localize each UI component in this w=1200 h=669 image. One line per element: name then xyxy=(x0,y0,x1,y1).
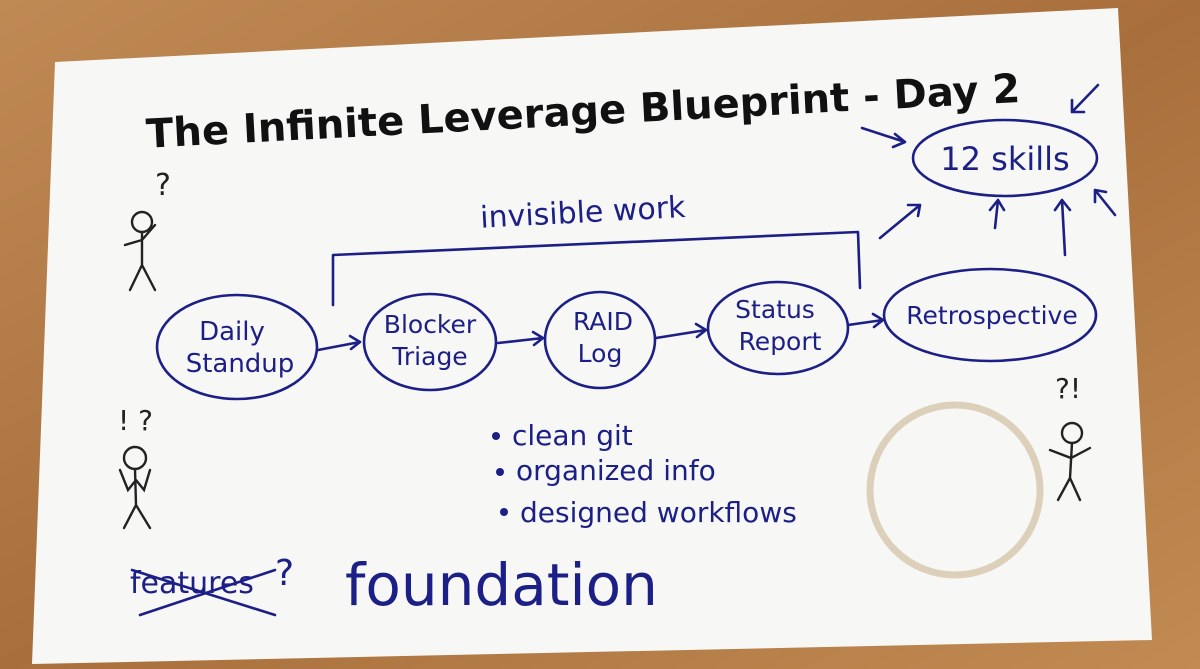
svg-text:Standup: Standup xyxy=(186,349,295,379)
bullet-item: clean git xyxy=(512,419,633,452)
confused-stick-figure-2: ! ? xyxy=(118,404,153,530)
svg-text:Retrospective: Retrospective xyxy=(906,301,1077,330)
flow-node-status-report: Status Report xyxy=(706,280,850,376)
confused-stick-figure-1: ? xyxy=(123,168,171,292)
svg-text:Triage: Triage xyxy=(391,342,467,371)
svg-text:?!: ?! xyxy=(1055,372,1081,405)
coffee-stain xyxy=(866,401,1044,579)
svg-text:Status: Status xyxy=(735,295,815,324)
svg-text:Log: Log xyxy=(578,339,623,368)
flow-node-retrospective: Retrospective xyxy=(882,267,1098,363)
svg-text:?: ? xyxy=(155,168,171,203)
svg-text:RAID: RAID xyxy=(573,307,633,336)
foundation-label: foundation xyxy=(345,551,658,619)
svg-text:Report: Report xyxy=(739,327,822,356)
flow-node-raid-log: RAID Log xyxy=(543,290,657,390)
flow-arrows xyxy=(316,312,885,352)
arrows-to-goal xyxy=(860,83,1117,257)
goal-label: 12 skills xyxy=(940,140,1069,178)
svg-text:! ?: ! ? xyxy=(118,404,153,437)
surprised-stick-figure: ?! xyxy=(1048,372,1092,502)
flow-node-daily-standup: Daily Standup xyxy=(155,293,319,401)
svg-text:Blocker: Blocker xyxy=(384,310,477,339)
bullet-item: organized info xyxy=(516,454,716,487)
invisible-work-bracket xyxy=(331,230,862,307)
svg-text:?: ? xyxy=(275,553,294,594)
bullet-item: designed workflows xyxy=(520,496,797,529)
bullet-list: clean git organized info designed workfl… xyxy=(492,419,797,529)
svg-text:Daily: Daily xyxy=(199,317,265,347)
goal-node: 12 skills xyxy=(911,118,1099,198)
flow-node-blocker-triage: Blocker Triage xyxy=(362,292,498,392)
crossed-out-features: features ? xyxy=(130,553,294,617)
